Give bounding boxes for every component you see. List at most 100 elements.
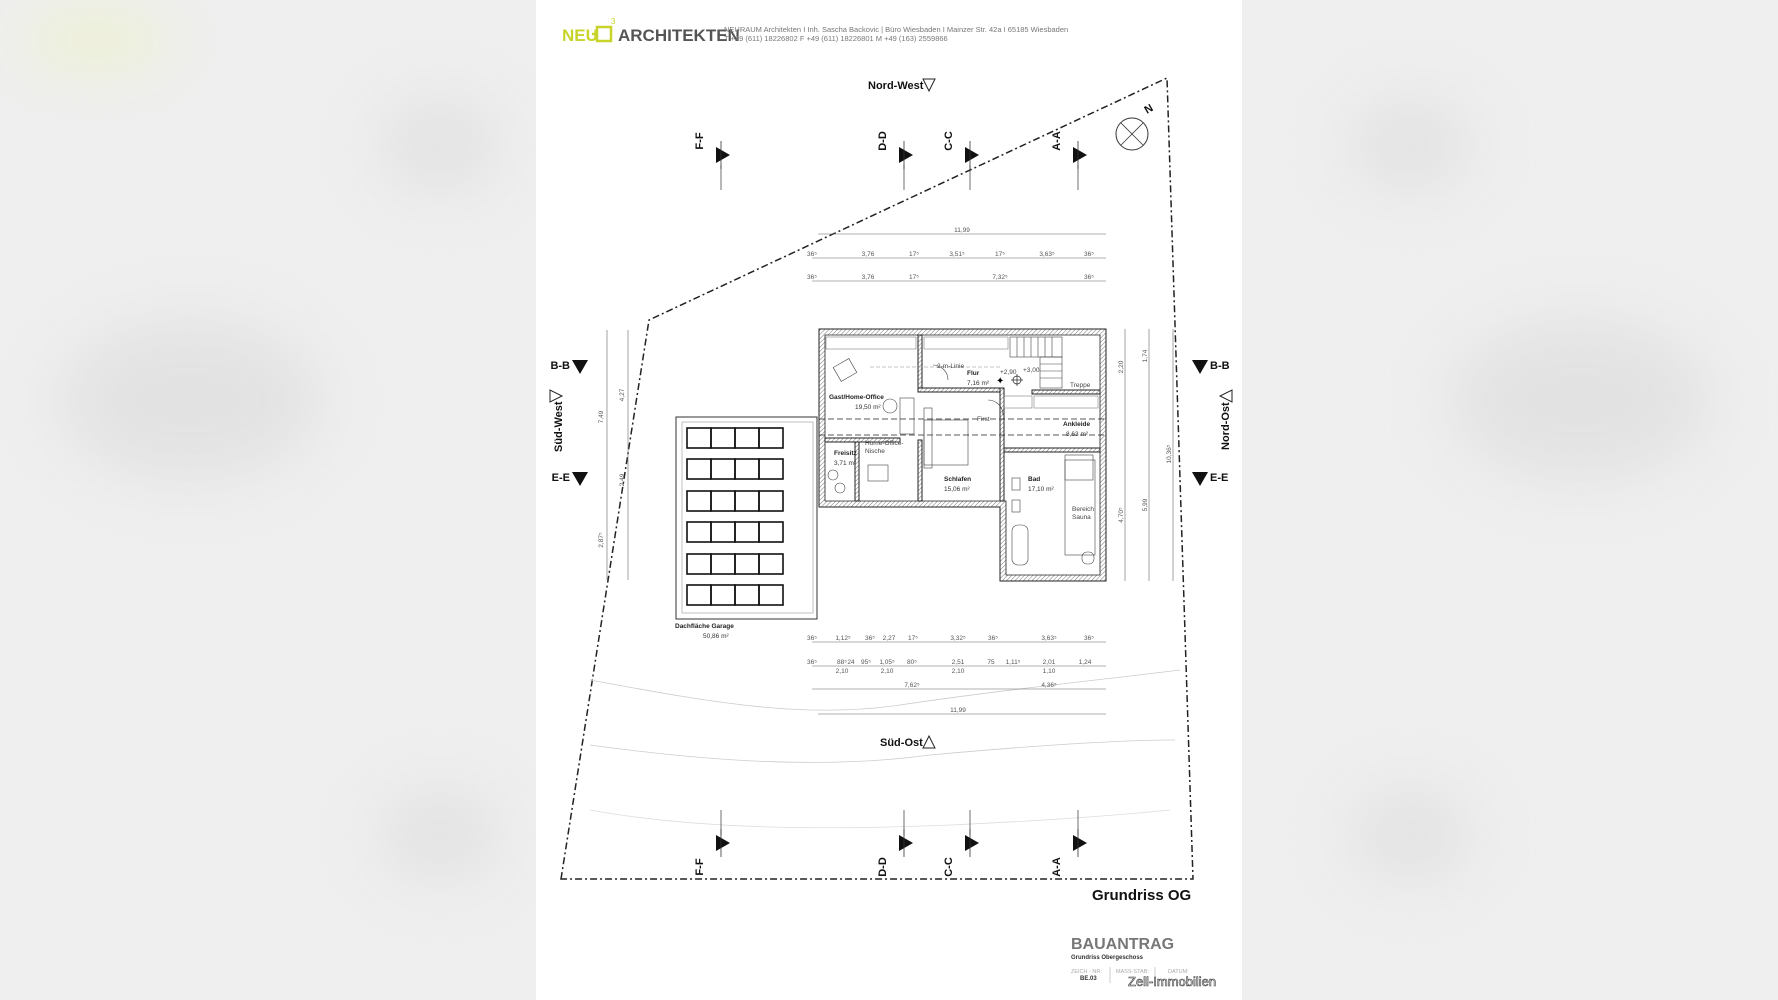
section-marker-dd: D-D — [877, 131, 913, 169]
dimension-value: 36⁵ — [1084, 274, 1094, 281]
svg-text:Süd-West: Süd-West — [553, 401, 565, 452]
smoke-detector-icon: ✦ — [996, 376, 1004, 387]
garage-name: Dachfläche Garage — [675, 623, 734, 630]
svg-text:D-D: D-D — [877, 857, 889, 877]
svg-text:F-F: F-F — [694, 132, 706, 149]
solar-panel — [758, 458, 784, 480]
svg-text:NEU: NEU — [562, 26, 598, 45]
dimension-value: 36⁵ — [1084, 251, 1094, 258]
plot-boundary — [560, 76, 1194, 880]
dimension-value: 1,24 — [1079, 659, 1092, 666]
dimension-value: 5,99 — [1142, 498, 1149, 511]
dimension-total-top: 11,99 — [954, 227, 970, 234]
dimension-value: 1,11⁵ — [1006, 659, 1021, 666]
dimension-value: 2,01 — [1043, 659, 1056, 666]
note-ridge: First — [977, 416, 990, 423]
background-blur — [60, 320, 320, 480]
room-treppe-name: Treppe — [1070, 382, 1091, 389]
svg-text:ARCHITEKTEN: ARCHITEKTEN — [618, 26, 740, 45]
section-marker-ee: E-E — [1192, 472, 1228, 486]
room-nische-name-2: Nische — [865, 448, 885, 455]
address-line-1: NEURAUM Architekten I Inh. Sascha Backov… — [724, 25, 1068, 34]
room-nische-name: Home-Office- — [865, 440, 904, 447]
background-blur — [1350, 100, 1470, 190]
dimension-value: 7,49 — [598, 410, 605, 423]
dimension-value: 10,36⁵ — [1166, 444, 1173, 463]
dimension-value: 7,32⁵ — [992, 274, 1008, 281]
dimension-value: 17⁵ — [909, 274, 919, 281]
date-label: DATUM: — [1168, 969, 1189, 975]
watermark: Zell-Immobilien — [1128, 974, 1216, 989]
dimension-value: 1,10 — [1043, 668, 1056, 675]
furniture — [827, 358, 1096, 566]
wardrobes — [825, 336, 1099, 409]
dimension-value: 2,87⁵ — [598, 532, 605, 548]
dimension-value: 36⁵ — [807, 274, 817, 281]
address-line-2: T +49 (611) 18226802 F +49 (611) 1822680… — [724, 34, 948, 43]
dimension-value: 36⁵ — [865, 635, 875, 642]
north-compass: N — [1115, 102, 1155, 151]
dimension-value: 1,12⁵ — [835, 635, 851, 642]
solar-panel — [758, 427, 784, 449]
plan-title: Grundriss OG — [1092, 887, 1191, 904]
room-freisitz-area: 3,71 m² — [834, 460, 857, 467]
room-gast-area: 19,50 m² — [855, 404, 881, 411]
dimension-value: 36⁵ — [807, 659, 817, 666]
label-sued-west: Süd-West — [549, 389, 565, 452]
room-ankleide-name: Ankleide — [1063, 421, 1090, 428]
svg-text:Nord-Ost: Nord-Ost — [1220, 402, 1232, 450]
solar-panel — [758, 521, 784, 543]
dimension-value: 36⁵ — [1084, 635, 1094, 642]
room-schlafen-name: Schlafen — [944, 476, 971, 483]
garage-area: 50,86 m² — [703, 633, 729, 640]
svg-text:B-B: B-B — [1210, 360, 1230, 372]
drawing-no-label: ZEICH - NR: — [1071, 969, 1102, 975]
solar-panel — [758, 584, 784, 606]
dimension-total-bottom: 11,99 — [950, 707, 966, 714]
svg-text:B-B: B-B — [550, 360, 570, 372]
dimension-value: 75 — [987, 659, 995, 666]
section-marker-dd: D-D — [877, 829, 913, 877]
dimension-value: 36⁵ — [807, 251, 817, 258]
dimension-value: 36⁵ — [807, 635, 817, 642]
svg-text:C-C: C-C — [943, 131, 955, 151]
label-sued-ost: Süd-Ost — [880, 734, 936, 749]
note-2m-line: 2-m-Linie — [937, 363, 964, 370]
dimension-value: 80⁵ — [907, 659, 917, 666]
dimension-value: 17⁵ — [995, 251, 1005, 258]
building-floorplan: ✦ — [818, 328, 1107, 582]
solar-panel — [758, 490, 784, 512]
background-blur — [1350, 790, 1470, 880]
dimension-value: 3,63⁵ — [1041, 635, 1057, 642]
background-blur-logo — [20, 20, 170, 60]
dimension-value: 2,10 — [836, 668, 849, 675]
label-nord-west: Nord-West — [868, 78, 936, 93]
section-marker-cc: C-C — [943, 131, 979, 169]
room-ankleide-area: 8,63 m² — [1066, 431, 1089, 438]
dimension-value: 4,36⁵ — [1041, 682, 1057, 689]
level-marker-icon — [1011, 374, 1023, 386]
staircase — [1009, 336, 1063, 389]
room-schlafen-area: 15,06 m² — [944, 486, 970, 493]
dimension-value: 2,49 — [619, 473, 626, 486]
svg-text:3: 3 — [611, 17, 616, 26]
scale-label: MASS-STAB: — [1116, 969, 1149, 975]
svg-text:E-E: E-E — [1210, 472, 1228, 484]
background-blur — [380, 790, 500, 880]
background-blur — [1450, 320, 1710, 480]
garage-roof — [675, 416, 818, 620]
dimension-value: 3,76 — [862, 251, 875, 258]
level-value-1: +2,90 — [1000, 369, 1017, 376]
room-bad-name: Bad — [1028, 476, 1040, 483]
dimension-value: 17⁵ — [909, 251, 919, 258]
plan-subtitle: Grundriss Obergeschoss — [1071, 955, 1144, 961]
contour-line — [589, 669, 1181, 711]
room-bad-area: 17,10 m² — [1028, 486, 1054, 493]
svg-text:A-A: A-A — [1051, 857, 1063, 877]
dimension-value: 36⁵ — [988, 635, 998, 642]
dimension-value: 4,27 — [619, 388, 626, 401]
dimension-value: 1,05⁵ — [879, 659, 895, 666]
room-sauna-name-2: Sauna — [1072, 514, 1091, 521]
